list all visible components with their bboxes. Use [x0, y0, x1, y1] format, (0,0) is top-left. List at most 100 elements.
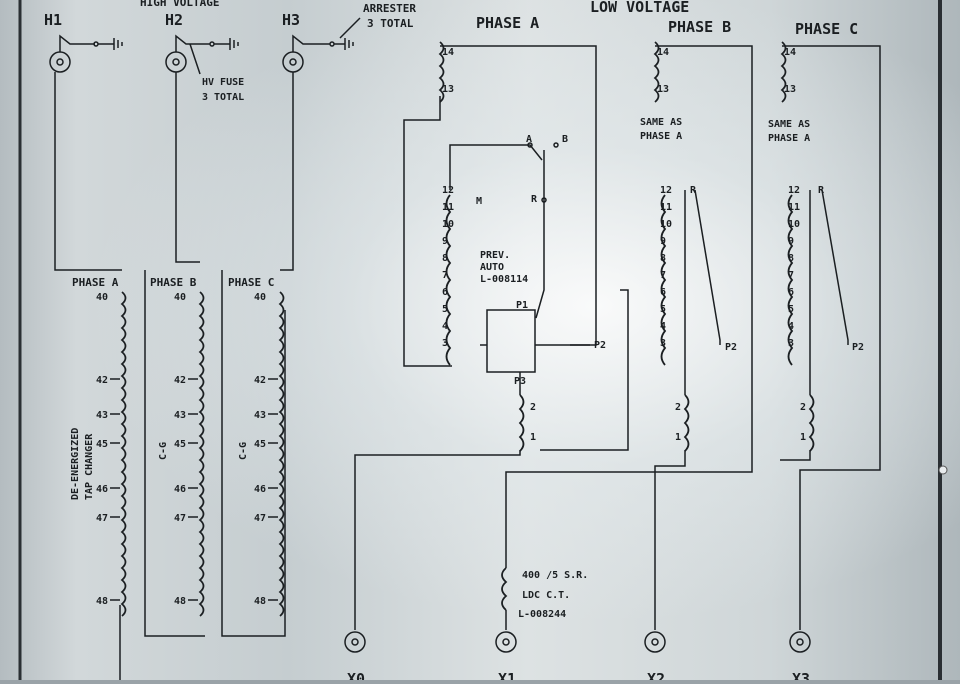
h3-label: H3 — [282, 11, 300, 29]
phase-c-note2: PHASE A — [768, 133, 810, 144]
tap-12-phase-b: 12 — [660, 185, 672, 196]
hv-fuse-line1: HV FUSE — [202, 77, 244, 88]
hv-tap-43-phase-b: 43 — [174, 410, 186, 421]
lv-windings: 1413121110987654321141312111098765432114… — [438, 41, 815, 452]
tap-14-phase-b: 14 — [657, 47, 669, 58]
tap-1-phase-a: 1 — [530, 432, 536, 443]
phase-b-r-label: R — [690, 185, 697, 196]
small-coil-phase-c — [808, 394, 815, 452]
lv-phase-c-title: PHASE C — [795, 20, 858, 38]
lv-bushing-x3: X3 — [789, 631, 811, 684]
phase-c-r-label: R — [818, 185, 825, 196]
hv-tap-48-phase-a: 48 — [96, 596, 108, 607]
hv-phase-c-label: PHASE C — [228, 276, 274, 289]
tap-2-phase-a: 2 — [530, 402, 536, 413]
hv-bushing-h1: H1 — [44, 11, 123, 73]
h1-label: H1 — [44, 11, 62, 29]
tap-7-phase-c: 7 — [788, 270, 794, 281]
hv-tap-45-phase-b: 45 — [174, 439, 186, 450]
tap-9-phase-a: 9 — [442, 236, 448, 247]
hv-tap-46-phase-c: 46 — [254, 484, 266, 495]
phase-a-r-label: R — [531, 194, 538, 205]
hv-tap-47-phase-b: 47 — [174, 513, 186, 524]
hv-tap-45-phase-a: 45 — [96, 439, 108, 450]
lv-bushing-x1: X1 — [495, 631, 517, 684]
tap-1-phase-c: 1 — [800, 432, 806, 443]
tap-2-phase-b: 2 — [675, 402, 681, 413]
tap-7-phase-a: 7 — [442, 270, 448, 281]
phase-b-note1: SAME AS — [640, 117, 682, 128]
small-coil-phase-a — [518, 394, 525, 452]
tap-5-phase-a: 5 — [442, 304, 448, 315]
tap-10-phase-a: 10 — [442, 219, 454, 230]
lv-bushing-label-x2: X2 — [647, 670, 665, 680]
hv-tap-47-phase-a: 47 — [96, 513, 108, 524]
tap-3-phase-a: 3 — [442, 338, 448, 349]
tap-12-phase-c: 12 — [788, 185, 800, 196]
tap-6-phase-a: 6 — [442, 287, 448, 298]
hv-tap-45-phase-c: 45 — [254, 439, 266, 450]
mounting-bolt — [938, 465, 948, 475]
tap-10-phase-c: 10 — [788, 219, 800, 230]
tap-changer-line1: DE-ENERGIZED — [70, 428, 81, 500]
tap-11-phase-c: 11 — [788, 202, 800, 213]
lv-bushing-label-x0: X0 — [347, 670, 365, 680]
tap-11-phase-b: 11 — [660, 202, 672, 213]
ldc-ct-line2: LDC C.T. — [522, 590, 570, 601]
low-voltage-label: LOW VOLTAGE — [590, 0, 689, 16]
lv-bushing-label-x3: X3 — [792, 670, 810, 680]
lv-bushing-x2: X2 — [644, 631, 666, 684]
prev-auto-line2: AUTO — [480, 262, 504, 273]
hv-tap-42-phase-b: 42 — [174, 375, 186, 386]
tap-8-phase-c: 8 — [788, 253, 794, 264]
hv-tap-47-phase-c: 47 — [254, 513, 266, 524]
switch-a-label: A — [526, 134, 532, 145]
phase-c-note1: SAME AS — [768, 119, 810, 130]
tap-9-phase-b: 9 — [660, 236, 666, 247]
hv-tap-40-phase-b: 40 — [174, 292, 186, 303]
prev-auto-line1: PREV. — [480, 250, 510, 261]
hv-coil-phase-b — [198, 291, 205, 617]
hv-phase-a-label: PHASE A — [72, 276, 119, 289]
tap-6-phase-b: 6 — [660, 287, 666, 298]
tap-7-phase-b: 7 — [660, 270, 666, 281]
prev-auto-line3: L-008114 — [480, 274, 528, 285]
tap-3-phase-b: 3 — [660, 338, 666, 349]
hv-tap-42-phase-c: 42 — [254, 375, 266, 386]
cg-label-b: C-G — [158, 442, 169, 460]
arrester-line1: ARRESTER — [363, 2, 416, 15]
ldc-ct-line1: 400 /5 S.R. — [522, 570, 588, 581]
tap-13-phase-a: 13 — [442, 84, 454, 95]
tap-8-phase-b: 8 — [660, 253, 666, 264]
hv-tap-43-phase-c: 43 — [254, 410, 266, 421]
phase-b-note2: PHASE A — [640, 131, 682, 142]
tap-2-phase-c: 2 — [800, 402, 806, 413]
lv-phase-a-title: PHASE A — [476, 14, 539, 32]
hv-tap-40-phase-c: 40 — [254, 292, 266, 303]
top-coil-phase-b — [653, 41, 660, 103]
tap-4-phase-b: 4 — [660, 321, 666, 332]
phase-a-m-label: M — [476, 196, 482, 207]
tap-6-phase-c: 6 — [788, 287, 794, 298]
phase-c-p2-label: P2 — [852, 342, 864, 353]
hv-tap-40-phase-a: 40 — [96, 292, 108, 303]
switch-b-label: B — [562, 134, 568, 145]
hv-tap-48-phase-b: 48 — [174, 596, 186, 607]
tap-5-phase-b: 5 — [660, 304, 666, 315]
hv-fuse-line2: 3 TOTAL — [202, 92, 244, 103]
tap-8-phase-a: 8 — [442, 253, 448, 264]
top-coil-phase-a — [438, 41, 445, 103]
tap-5-phase-c: 5 — [788, 304, 794, 315]
tap-11-phase-a: 11 — [442, 202, 454, 213]
high-voltage-label: HIGH VOLTAGE — [140, 0, 219, 9]
arrester-line2: 3 TOTAL — [367, 17, 414, 30]
hv-bushing-h2: H2 HV FUSE 3 TOTAL — [165, 11, 244, 103]
hv-tap-42-phase-a: 42 — [96, 375, 108, 386]
hv-bushing-h3: H3 ARRESTER 3 TOTAL — [282, 2, 416, 73]
lv-phase-b-title: PHASE B — [668, 18, 731, 36]
tap-9-phase-c: 9 — [788, 236, 794, 247]
hv-tap-46-phase-b: 46 — [174, 484, 186, 495]
